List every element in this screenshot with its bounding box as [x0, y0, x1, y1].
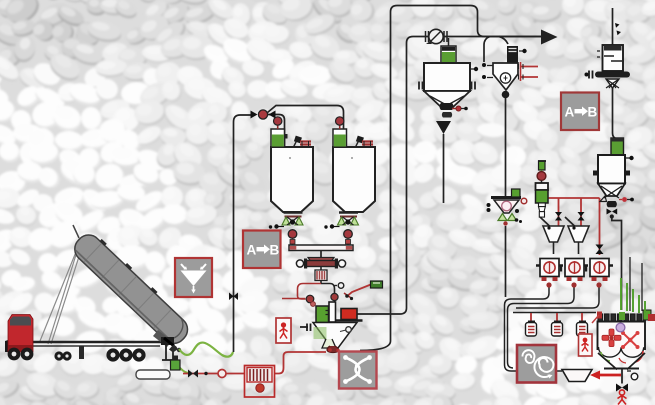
- svg-text:B: B: [270, 243, 280, 258]
- svg-text:A: A: [247, 243, 257, 258]
- svg-text:A: A: [565, 105, 575, 120]
- svg-text:B: B: [588, 105, 598, 120]
